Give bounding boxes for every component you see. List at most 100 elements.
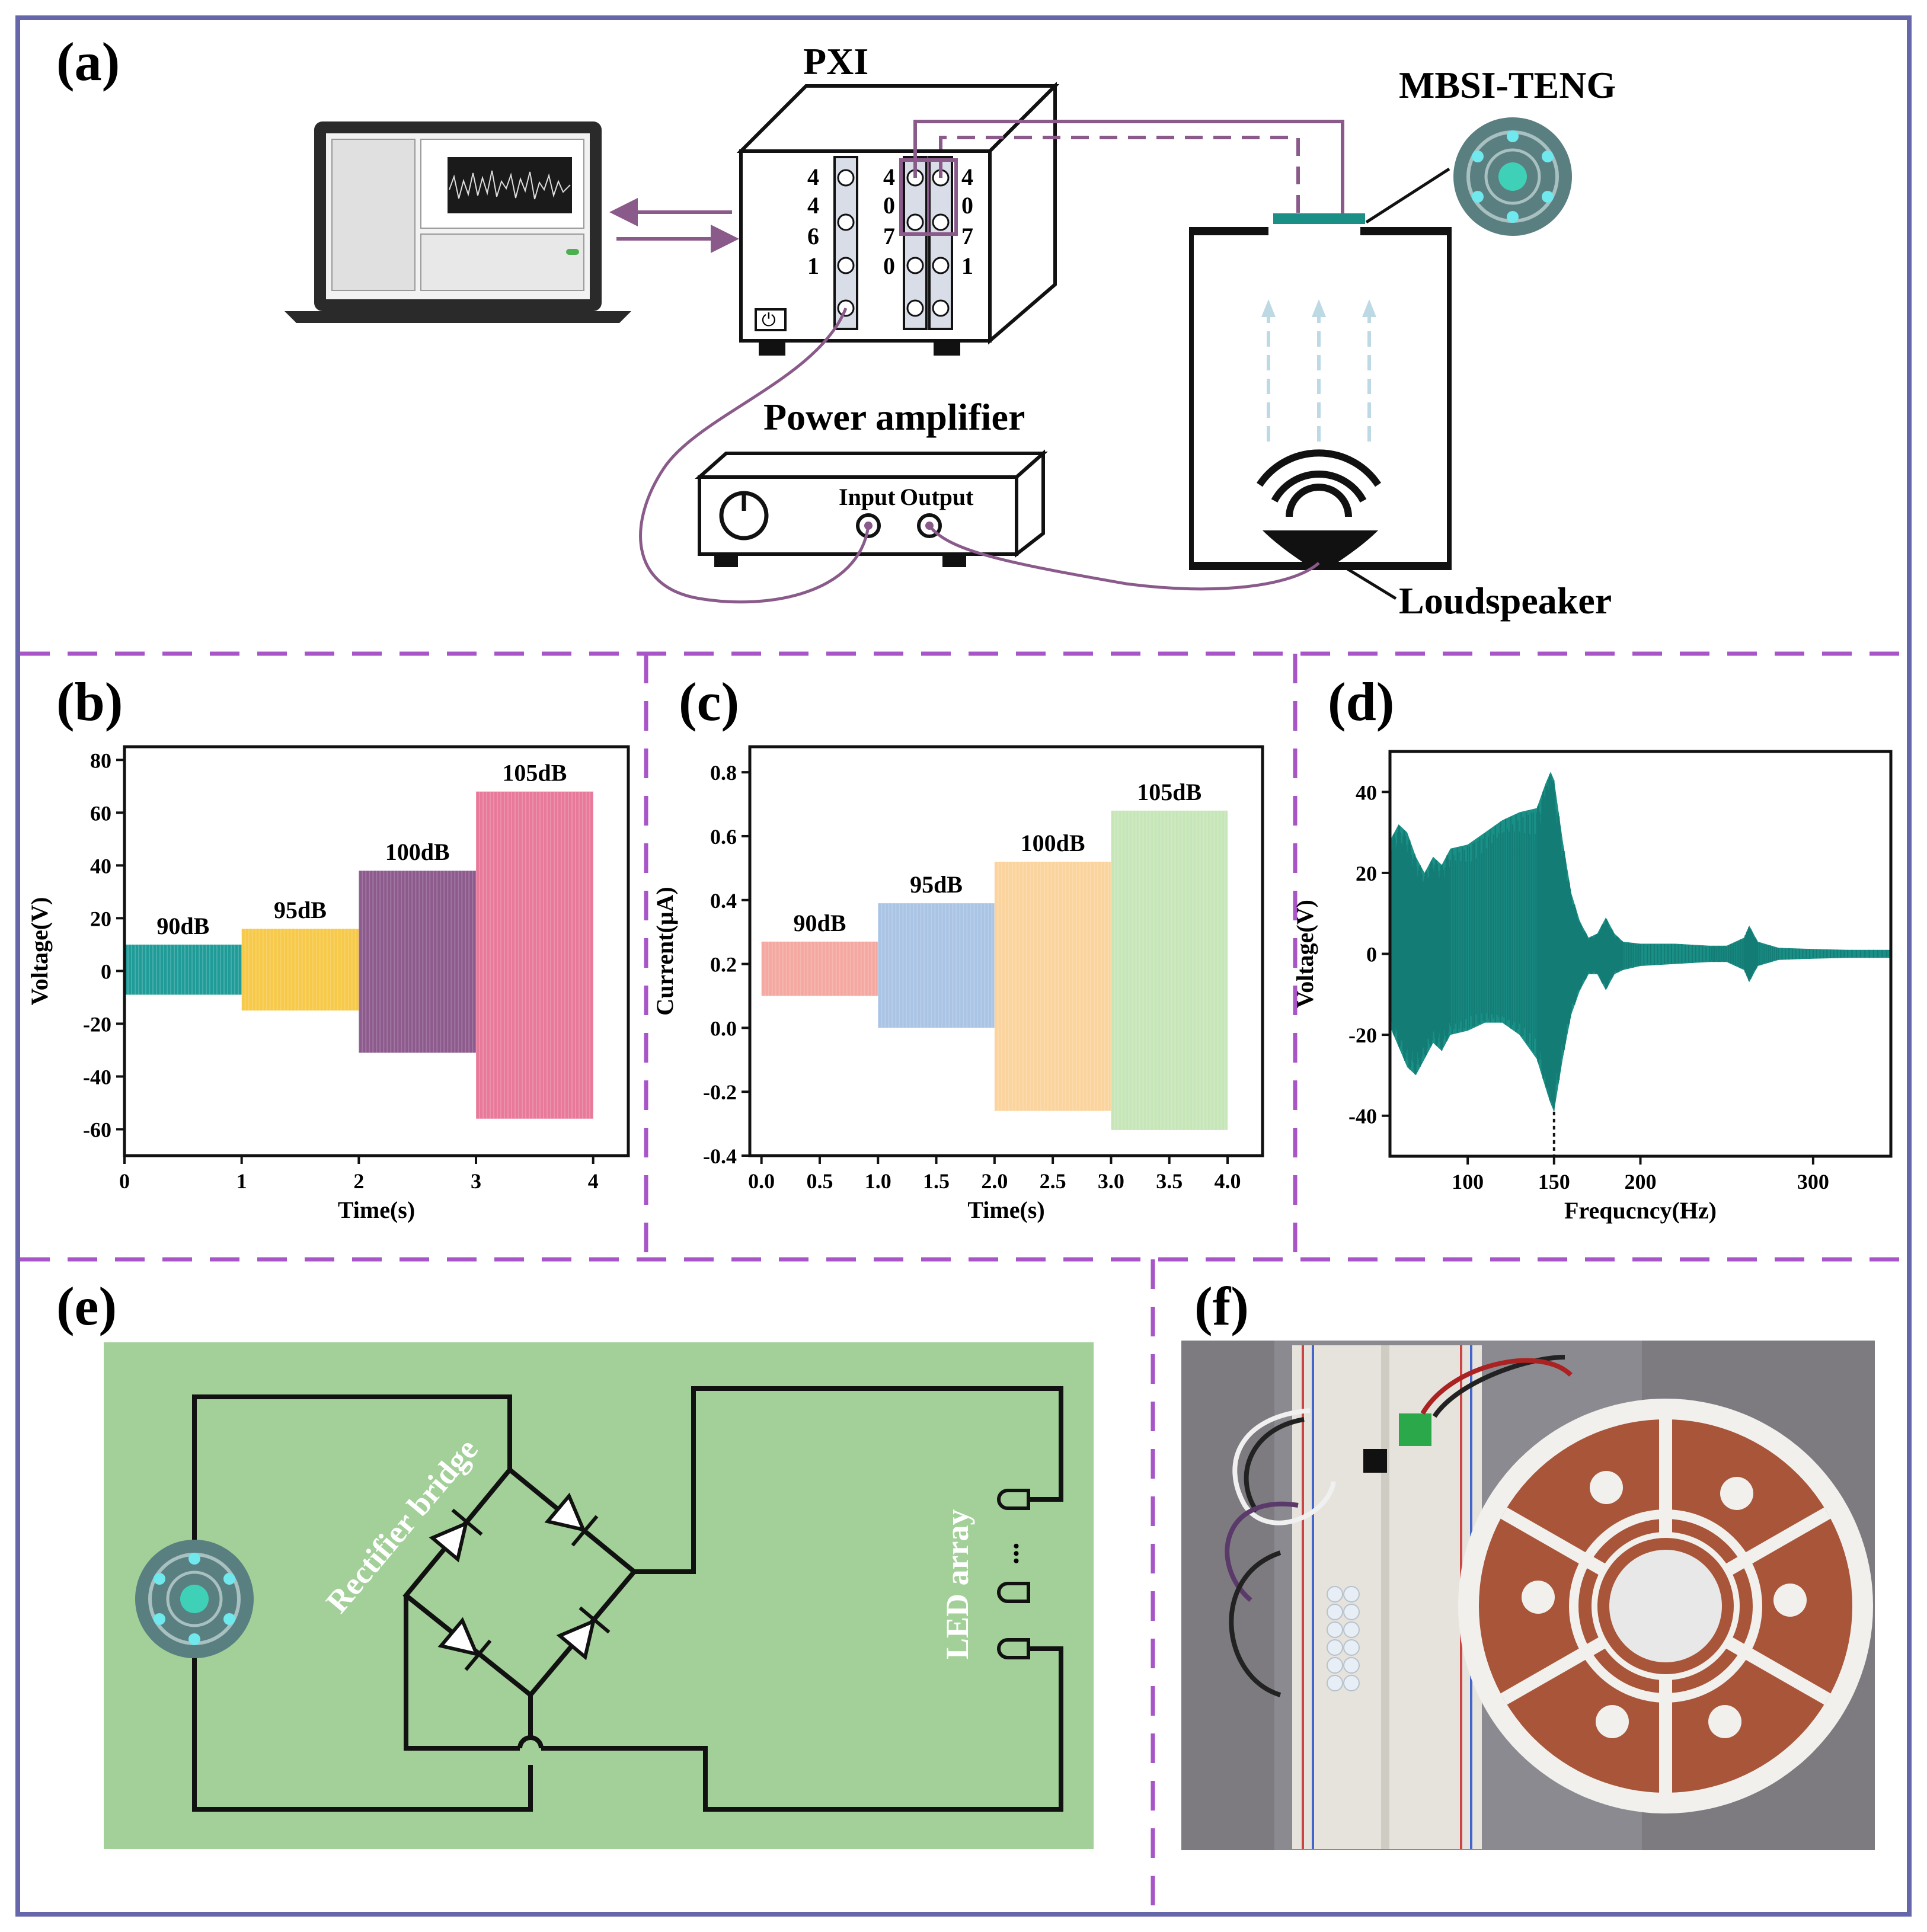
series-block-100dB — [358, 871, 477, 1053]
pxi-label: PXI — [803, 40, 868, 82]
pxi-slot-3-digit-4: 1 — [961, 252, 973, 279]
series-oscillation — [993, 862, 1109, 1111]
x-tick-label: 300 — [1797, 1170, 1829, 1194]
y-tick-label: 0.8 — [710, 761, 737, 785]
laptop-pxi-link — [609, 198, 739, 253]
teng-device-photo — [1458, 1399, 1873, 1813]
laptop-screen-waveform — [449, 170, 571, 200]
y-tick-label: 40 — [90, 854, 111, 878]
x-axis-title: Time(s) — [338, 1197, 415, 1223]
data-label: 90dB — [793, 910, 846, 936]
frequency-envelope — [1390, 772, 1891, 1112]
teng-membrane — [1273, 213, 1365, 224]
x-tick-label: 2.0 — [981, 1169, 1008, 1193]
x-tick-label: 3.0 — [1098, 1169, 1124, 1193]
circuit-wires — [192, 1386, 1063, 1812]
panel-a: (a) ⏻ — [56, 31, 1616, 622]
x-tick-label: 2 — [353, 1169, 364, 1193]
pxi-slot-1-digit-2: 4 — [807, 192, 819, 219]
acoustic-tube — [1189, 213, 1452, 600]
y-tick-label: 20 — [90, 907, 111, 930]
pxi-chassis: ⏻ 4 4 6 1 4 0 7 0 4 0 7 1 — [736, 81, 1060, 356]
amplifier-label: Power amplifier — [763, 396, 1025, 438]
series-block-90dB — [760, 941, 878, 996]
terminal-block-icon — [1399, 1413, 1431, 1446]
x-tick-label: 3.5 — [1156, 1169, 1183, 1193]
panel-letter-a: (a) — [56, 31, 120, 92]
plot-frame — [123, 745, 630, 1157]
rectifier-chip-icon — [1363, 1449, 1387, 1473]
panel-letter-c: (c) — [679, 671, 739, 732]
amplifier-input-label: Input — [839, 484, 896, 510]
loudspeaker-icon — [1263, 530, 1378, 563]
pxi-slot-1-digit-1: 4 — [807, 164, 819, 190]
y-axis-title: Voltage(V) — [26, 897, 53, 1006]
y-tick-label: 0.6 — [710, 825, 737, 849]
pxi-slot-2-digit-3: 7 — [883, 223, 895, 250]
pxi-slot-1-digit-4: 1 — [807, 252, 819, 279]
series-fill — [476, 791, 593, 1119]
teng-disc-icon — [1453, 117, 1572, 236]
y-tick-label: -60 — [83, 1118, 111, 1141]
pxi-slot-2-digit-2: 0 — [883, 192, 895, 219]
x-tick-label: 4 — [588, 1169, 599, 1193]
photo-cables — [1225, 1355, 1573, 1697]
breadboard — [1292, 1345, 1482, 1849]
data-label: 100dB — [385, 839, 450, 865]
teng-callout-line — [1365, 167, 1450, 224]
signal-cables — [639, 308, 1320, 604]
y-tick-label: 0 — [101, 959, 111, 983]
data-label: 100dB — [1021, 830, 1085, 856]
y-tick-label: -40 — [83, 1065, 111, 1089]
panel-letter-f: (f) — [1194, 1276, 1249, 1336]
x-axis-title: Time(s) — [967, 1197, 1044, 1223]
x-tick-label: 1.5 — [923, 1169, 950, 1193]
x-tick-label: 100 — [1452, 1170, 1484, 1194]
x-tick-label: 3 — [471, 1169, 481, 1193]
series-fill — [124, 944, 242, 995]
y-tick-label: -20 — [83, 1012, 111, 1036]
series-fill — [878, 903, 995, 1028]
x-tick-label: 1.0 — [865, 1169, 891, 1193]
series-block-90dB — [124, 944, 242, 995]
pxi-slot-2-digit-4: 0 — [883, 252, 895, 279]
data-label: 95dB — [274, 897, 327, 923]
series-block-95dB — [241, 929, 359, 1011]
frequency-envelope-texture — [1389, 774, 1887, 1112]
x-tick-label: 0.5 — [806, 1169, 833, 1193]
series-fill — [241, 929, 359, 1011]
series-block-105dB — [475, 791, 593, 1119]
pxi-slot-3-digit-1: 4 — [961, 164, 973, 190]
series-oscillation — [1110, 810, 1226, 1130]
y-tick-label: 40 — [1356, 781, 1377, 804]
series-oscillation — [877, 903, 993, 1028]
pxi-slot-2-digit-1: 4 — [883, 164, 895, 190]
series-block-100dB — [993, 862, 1111, 1111]
panel-dividers — [20, 651, 1907, 1912]
series-oscillation — [760, 941, 876, 996]
y-axis-title: Current(μA) — [651, 887, 678, 1015]
panel-letter-d: (d) — [1328, 671, 1394, 732]
device-photo — [1181, 1341, 1875, 1850]
y-tick-label: 80 — [90, 749, 111, 772]
y-tick-label: 0.4 — [710, 889, 737, 913]
sound-wave-icon — [1257, 449, 1381, 517]
power-icon: ⏻ — [762, 311, 776, 330]
circuit-background — [104, 1342, 1094, 1849]
y-tick-label: 0.0 — [710, 1016, 737, 1040]
x-tick-label: 0 — [119, 1169, 130, 1193]
panel-e: (e) Rectifier bridge — [56, 1276, 1094, 1849]
x-tick-label: 2.5 — [1040, 1169, 1066, 1193]
led-icons — [997, 1489, 1030, 1659]
x-tick-label: 200 — [1625, 1170, 1657, 1194]
power-amplifier — [695, 449, 1048, 567]
y-tick-label: -40 — [1348, 1105, 1377, 1128]
x-tick-label: 0.0 — [748, 1169, 775, 1193]
data-label: 90dB — [156, 913, 209, 939]
y-tick-label: -0.4 — [703, 1144, 737, 1168]
led-ellipsis: ... — [992, 1543, 1025, 1565]
